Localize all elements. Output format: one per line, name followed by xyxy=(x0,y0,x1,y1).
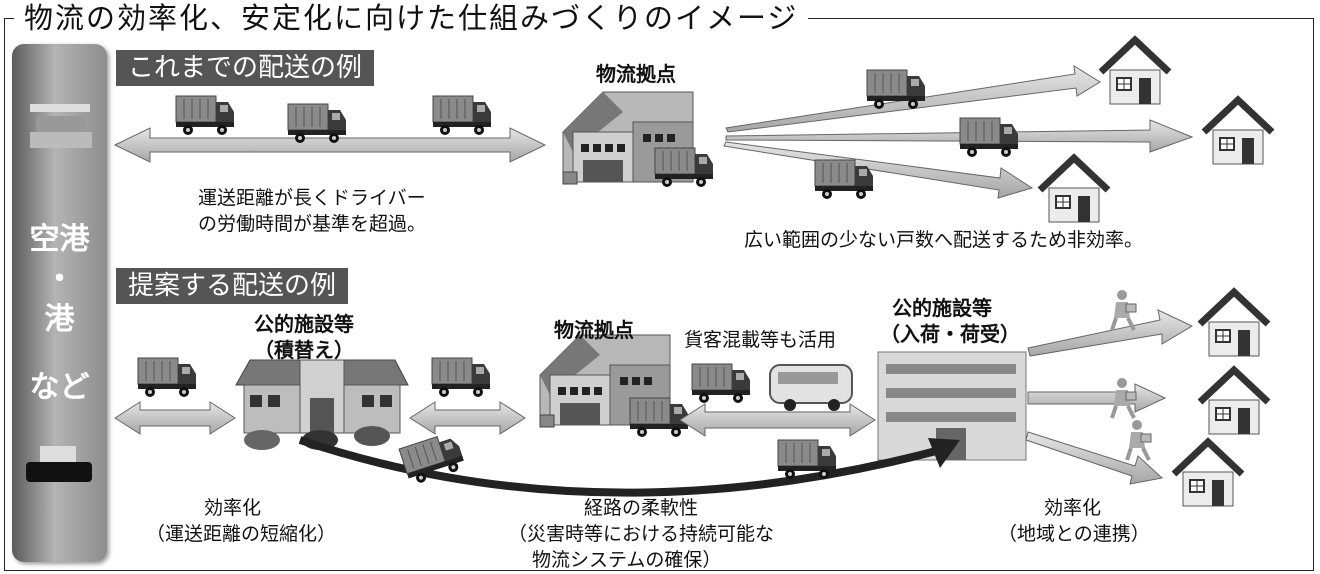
sidebar-text-port: 港 xyxy=(44,302,75,337)
hub-label-bottom: 物流拠点 xyxy=(554,318,634,342)
mixed-transport-label: 貨客混載等も活用 xyxy=(684,329,837,351)
route-flex-desc2: 物流システムの確保） xyxy=(532,549,722,571)
facility-right-name: 公的施設等 xyxy=(892,296,992,320)
route-flex-desc1: （災害時等における持続可能な xyxy=(508,523,775,545)
section-label-current: これまでの配送の例 xyxy=(116,50,375,86)
sidebar-text-dot: ・ xyxy=(44,262,75,297)
facility-left-role: （積替え） xyxy=(254,338,354,362)
sidebar-text-etc: など xyxy=(29,370,90,405)
efficiency-left-desc: （運送距離の短縮化） xyxy=(146,523,337,545)
diagram-title: 物流の効率化、安定化に向けた仕組みづくりのイメージ xyxy=(14,0,809,36)
note-left-line2: の労働時間が基準を超過。 xyxy=(198,213,427,235)
note-left-line1: 運送距離が長くドライバー xyxy=(198,187,426,209)
efficiency-right-desc: （地域との連携） xyxy=(998,523,1150,545)
facility-right-role: （入荷・荷受） xyxy=(880,322,1020,346)
note-right: 広い範囲の少ない戸数へ配送するため非効率。 xyxy=(744,229,1144,251)
sidebar-text-airport: 空港 xyxy=(29,222,90,257)
route-flex-title: 経路の柔軟性 xyxy=(584,497,699,519)
efficiency-left-title: 効率化 xyxy=(204,497,262,519)
efficiency-right-title: 効率化 xyxy=(1044,497,1102,519)
facility-left-name: 公的施設等 xyxy=(254,312,354,336)
hub-label-top: 物流拠点 xyxy=(596,62,676,86)
section-label-proposed: 提案する配送の例 xyxy=(116,268,349,304)
